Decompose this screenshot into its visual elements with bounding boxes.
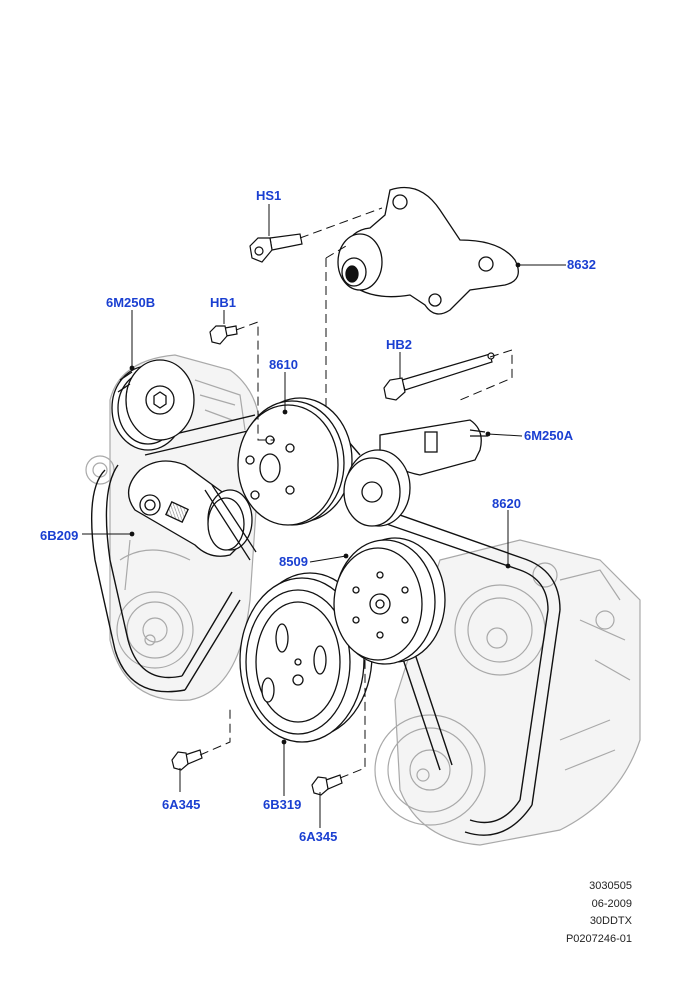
callout-6b209[interactable]: 6B209 <box>40 528 79 543</box>
callout-8610[interactable]: 8610 <box>269 357 298 372</box>
callout-hb1[interactable]: HB1 <box>210 295 237 310</box>
tensioner-6b209 <box>128 460 257 561</box>
ac-compressor <box>374 539 641 846</box>
bolt-hb1 <box>209 325 238 345</box>
idler-6m250a <box>343 419 488 527</box>
reference-line-1: 3030505 <box>589 880 632 892</box>
callout-6b319[interactable]: 6B319 <box>263 797 302 812</box>
bracket-8632 <box>337 186 519 315</box>
pulley-8610 <box>237 397 353 526</box>
reference-line-2: 06-2009 <box>591 898 632 910</box>
bolt-6a345-left <box>171 749 203 771</box>
pulley-8509 <box>333 537 446 665</box>
bolt-6a345-right <box>311 774 343 796</box>
leader-lines <box>82 204 566 828</box>
crankshaft-damper-6b319 <box>239 572 373 743</box>
callout-6m250b[interactable]: 6M250B <box>106 295 156 310</box>
idler-pulley-6m250b <box>111 359 195 451</box>
callout-6m250a[interactable]: 6M250A <box>524 428 574 443</box>
reference-line-3: 30DDTX <box>589 915 632 927</box>
bolt-hs1 <box>249 233 303 263</box>
callout-8632[interactable]: 8632 <box>567 257 596 272</box>
callout-8509[interactable]: 8509 <box>279 554 308 569</box>
callout-8620[interactable]: 8620 <box>492 496 521 511</box>
bolt-hb2 <box>383 352 495 401</box>
assembly-lines <box>199 207 513 779</box>
reference-line-4: P0207246-01 <box>565 933 632 945</box>
leader-dots <box>129 262 521 745</box>
callout-hs1[interactable]: HS1 <box>256 188 282 203</box>
callout-hb2[interactable]: HB2 <box>386 337 413 352</box>
callout-6a345-left[interactable]: 6A345 <box>162 797 201 812</box>
callout-6a345-right[interactable]: 6A345 <box>299 829 338 844</box>
